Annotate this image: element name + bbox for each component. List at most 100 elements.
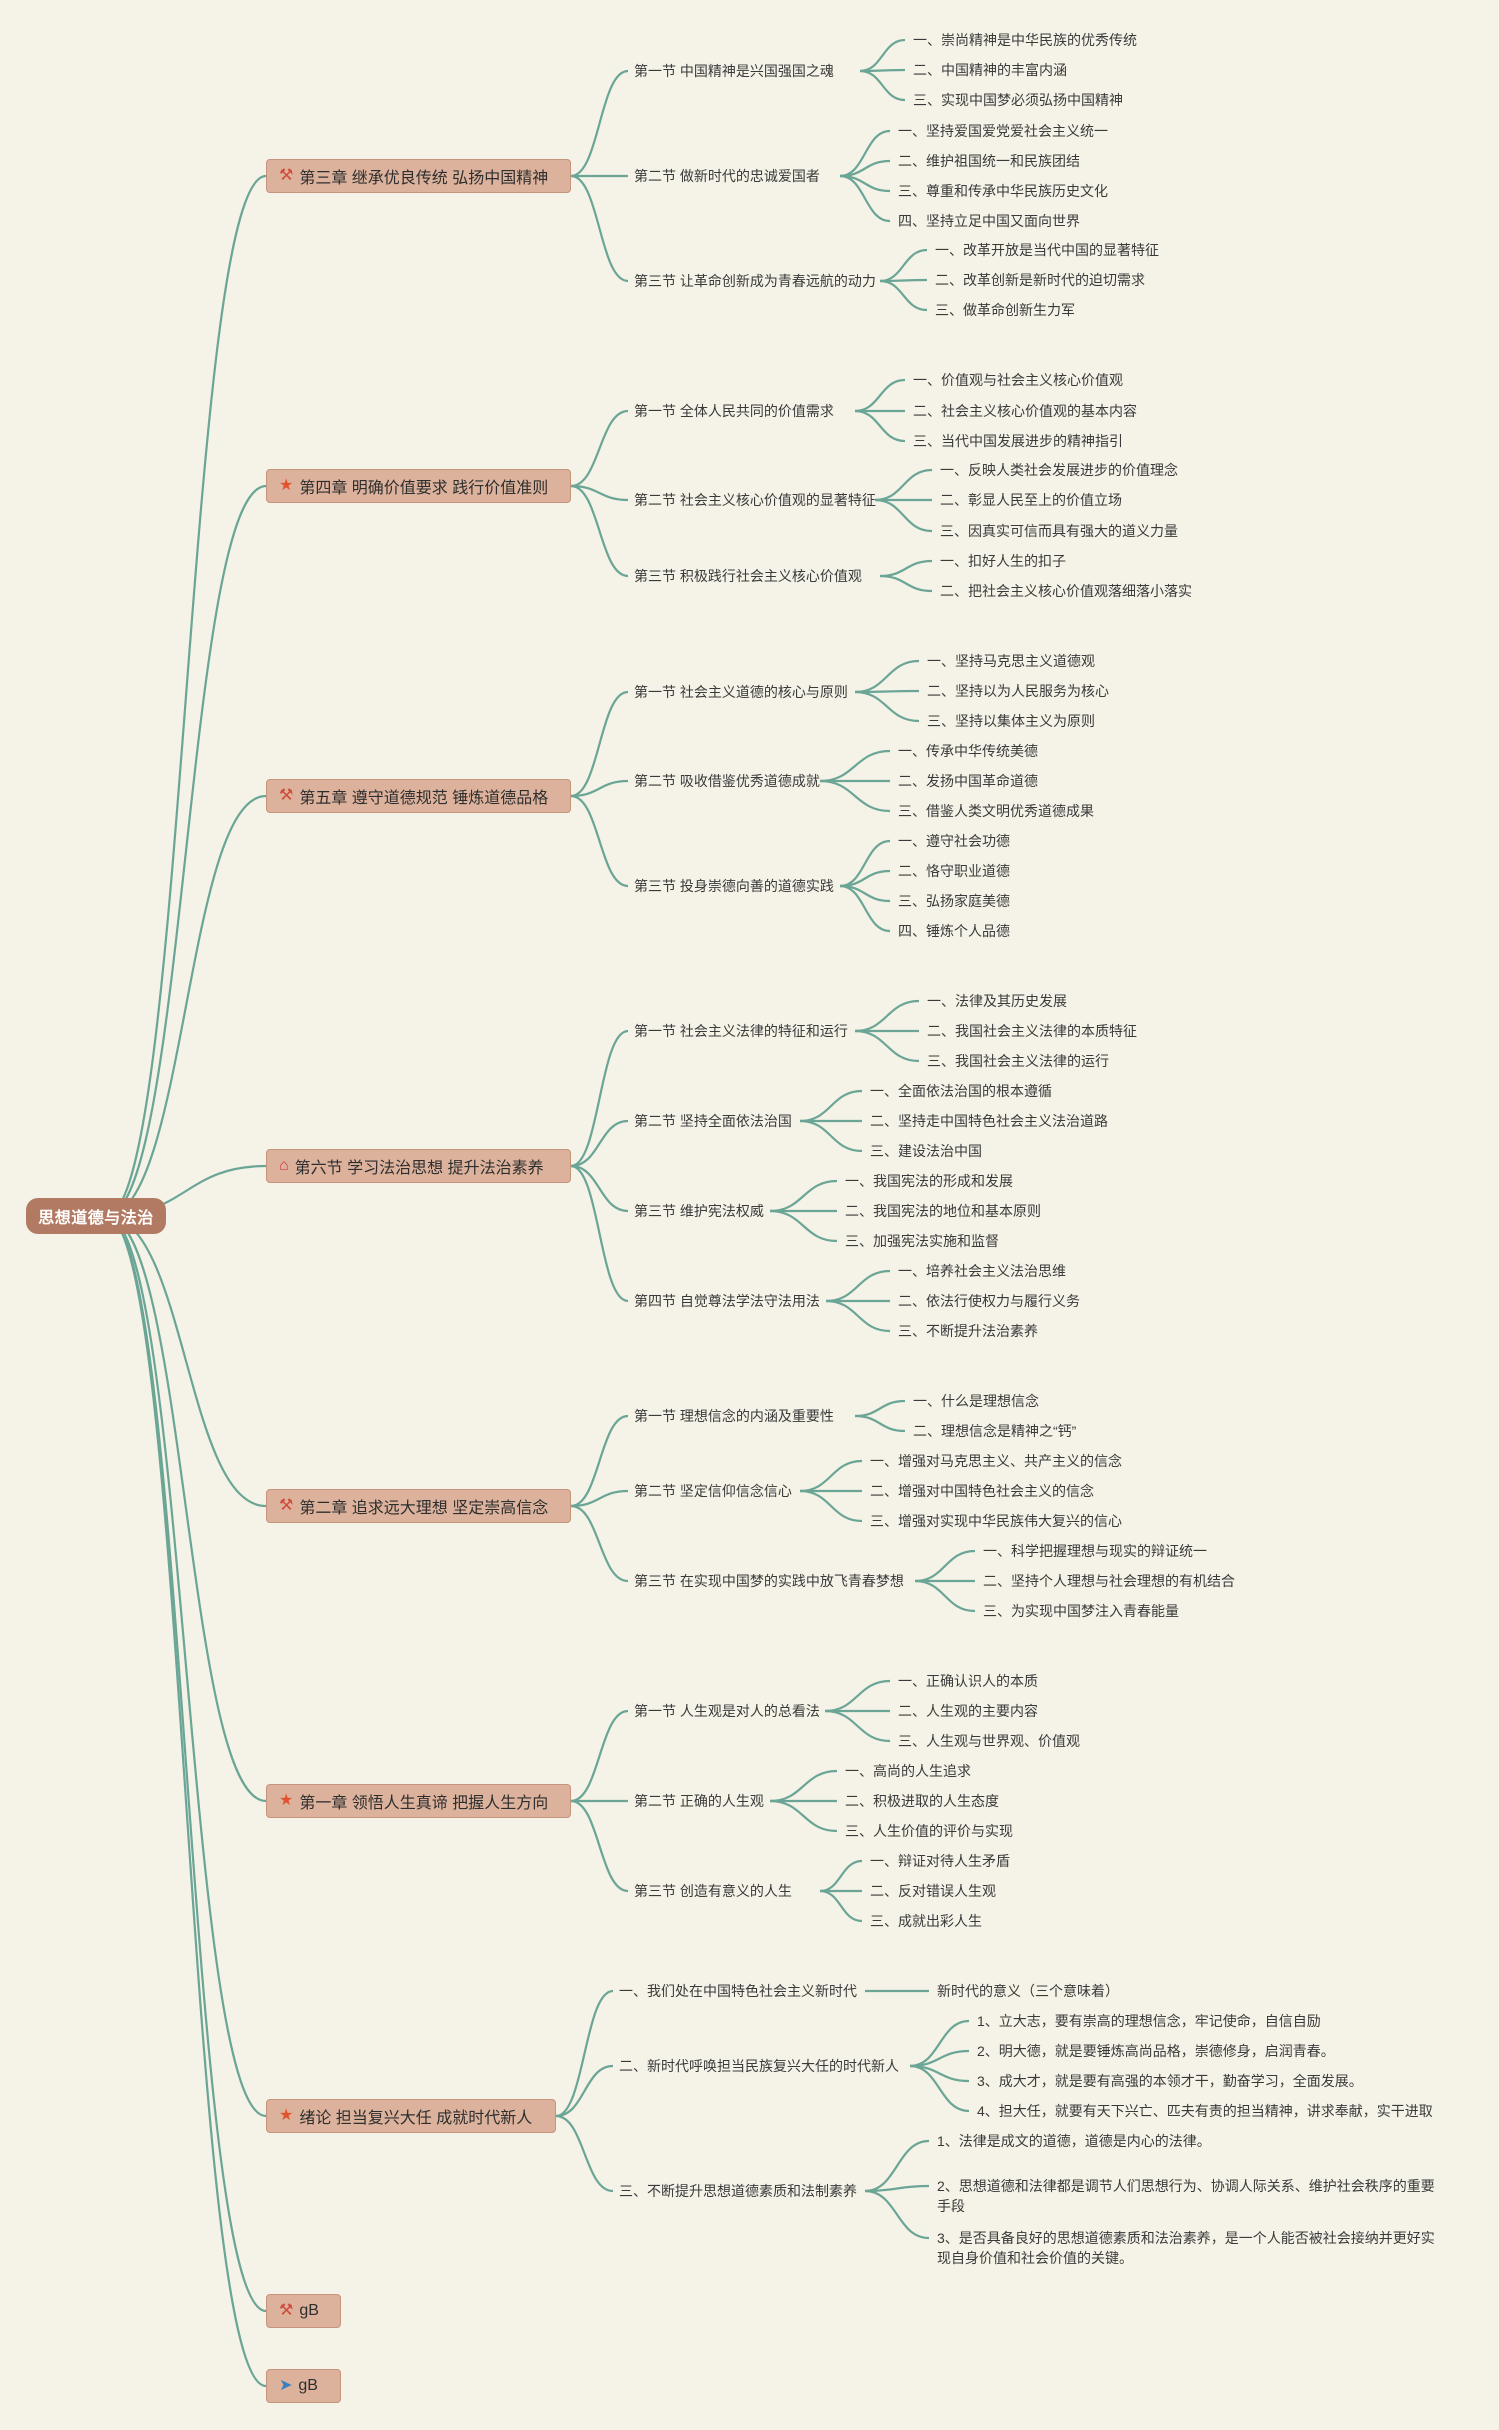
section-node[interactable]: 第二节 坚定信仰信念信心: [634, 1483, 792, 1499]
leaf-node[interactable]: 二、中国精神的丰富内涵: [913, 62, 1067, 78]
section-node[interactable]: 第四节 自觉尊法学法守法用法: [634, 1293, 820, 1309]
root-topic[interactable]: 思想道德与法治: [26, 1198, 166, 1234]
leaf-node[interactable]: 新时代的意义（三个意味着）: [937, 1983, 1119, 1999]
leaf-node[interactable]: 一、坚持马克思主义道德观: [927, 653, 1095, 669]
leaf-node[interactable]: 三、弘扬家庭美德: [898, 893, 1010, 909]
leaf-node[interactable]: 一、培养社会主义法治思维: [898, 1263, 1066, 1279]
leaf-node[interactable]: 二、依法行使权力与履行义务: [898, 1293, 1080, 1309]
leaf-node[interactable]: 一、传承中华传统美德: [898, 743, 1038, 759]
chapter-node[interactable]: ⚒第五章 遵守道德规范 锤炼道德品格: [266, 779, 571, 813]
leaf-node[interactable]: 三、加强宪法实施和监督: [845, 1233, 999, 1249]
leaf-node[interactable]: 2、明大德，就是要锤炼高尚品格，崇德修身，启润青春。: [977, 2043, 1335, 2059]
section-node[interactable]: 第二节 做新时代的忠诚爱国者: [634, 168, 820, 184]
leaf-node[interactable]: 一、改革开放是当代中国的显著特征: [935, 242, 1159, 258]
leaf-node[interactable]: 一、什么是理想信念: [913, 1393, 1039, 1409]
leaf-node[interactable]: 四、坚持立足中国又面向世界: [898, 213, 1080, 229]
leaf-node[interactable]: 2、思想道德和法律都是调节人们思想行为、协调人际关系、维护社会秩序的重要手段: [937, 2178, 1435, 2214]
leaf-node[interactable]: 三、增强对实现中华民族伟大复兴的信心: [870, 1513, 1122, 1529]
leaf-node[interactable]: 一、反映人类社会发展进步的价值理念: [940, 462, 1178, 478]
leaf-node[interactable]: 二、我国宪法的地位和基本原则: [845, 1203, 1041, 1219]
section-node[interactable]: 三、不断提升思想道德素质和法制素养: [619, 2183, 857, 2199]
section-node[interactable]: 第二节 社会主义核心价值观的显著特征: [634, 492, 876, 508]
section-node[interactable]: 一、我们处在中国特色社会主义新时代: [619, 1983, 857, 1999]
section-node[interactable]: 第二节 正确的人生观: [634, 1793, 764, 1809]
chapter-node[interactable]: ➤gB: [266, 2369, 341, 2403]
leaf-node[interactable]: 二、增强对中国特色社会主义的信念: [870, 1483, 1094, 1499]
leaf-node[interactable]: 二、人生观的主要内容: [898, 1703, 1038, 1719]
leaf-node[interactable]: 3、成大才，就是要有高强的本领才干，勤奋学习，全面发展。: [977, 2073, 1363, 2089]
chapter-node[interactable]: ★第一章 领悟人生真谛 把握人生方向: [266, 1784, 571, 1818]
leaf-node[interactable]: 三、建设法治中国: [870, 1143, 982, 1159]
leaf-node[interactable]: 三、尊重和传承中华民族历史文化: [898, 183, 1108, 199]
leaf-node[interactable]: 三、人生观与世界观、价值观: [898, 1733, 1080, 1749]
leaf-node[interactable]: 二、坚持以为人民服务为核心: [927, 683, 1109, 699]
leaf-node[interactable]: 二、把社会主义核心价值观落细落小落实: [940, 583, 1192, 599]
leaf-node[interactable]: 一、崇尚精神是中华民族的优秀传统: [913, 32, 1137, 48]
leaf-node[interactable]: 三、坚持以集体主义为原则: [927, 713, 1095, 729]
chapter-node[interactable]: ⚒gB: [266, 2294, 341, 2328]
leaf-node[interactable]: 三、人生价值的评价与实现: [845, 1823, 1013, 1839]
section-node[interactable]: 第一节 全体人民共同的价值需求: [634, 403, 834, 419]
leaf-node[interactable]: 一、坚持爱国爱党爱社会主义统一: [898, 123, 1108, 139]
chapter-node[interactable]: ⚒第二章 追求远大理想 坚定崇高信念: [266, 1489, 571, 1523]
section-node[interactable]: 第三节 投身崇德向善的道德实践: [634, 878, 834, 894]
section-node[interactable]: 第一节 社会主义道德的核心与原则: [634, 684, 848, 700]
leaf-node[interactable]: 二、维护祖国统一和民族团结: [898, 153, 1080, 169]
chapter-node[interactable]: ⚒第三章 继承优良传统 弘扬中国精神: [266, 159, 571, 193]
leaf-node[interactable]: 三、为实现中国梦注入青春能量: [983, 1603, 1179, 1619]
leaf-node[interactable]: 一、高尚的人生追求: [845, 1763, 971, 1779]
connector: [909, 2049, 970, 2068]
leaf-node[interactable]: 一、遵守社会功德: [898, 833, 1010, 849]
leaf-node[interactable]: 一、扣好人生的扣子: [940, 553, 1066, 569]
leaf-node[interactable]: 3、是否具备良好的思想道德素质和法治素养，是一个人能否被社会接纳并更好实现自身价…: [937, 2230, 1435, 2266]
leaf-node[interactable]: 一、增强对马克思主义、共产主义的信念: [870, 1453, 1122, 1469]
section-node[interactable]: 第一节 人生观是对人的总看法: [634, 1703, 820, 1719]
connector: [570, 1164, 629, 1303]
leaf-node[interactable]: 二、理想信念是精神之“钙”: [913, 1423, 1077, 1439]
leaf-node[interactable]: 一、法律及其历史发展: [927, 993, 1067, 1009]
leaf-node[interactable]: 三、我国社会主义法律的运行: [927, 1053, 1109, 1069]
leaf-node[interactable]: 二、坚持走中国特色社会主义法治道路: [870, 1113, 1108, 1129]
leaf-node[interactable]: 二、发扬中国革命道德: [898, 773, 1038, 789]
leaf-node[interactable]: 二、恪守职业道德: [898, 863, 1010, 879]
leaf-node[interactable]: 三、因真实可信而具有强大的道义力量: [940, 523, 1178, 539]
leaf-node[interactable]: 三、做革命创新生力军: [935, 302, 1075, 318]
chapter-node[interactable]: ★绪论 担当复兴大任 成就时代新人: [266, 2099, 556, 2133]
section-node[interactable]: 第一节 中国精神是兴国强国之魂: [634, 63, 834, 79]
leaf-node[interactable]: 4、担大任，就要有天下兴亡、匹夫有责的担当精神，讲求奉献，实干进取: [977, 2103, 1433, 2119]
leaf-node[interactable]: 二、彰显人民至上的价值立场: [940, 492, 1122, 508]
chapter-node[interactable]: ★第四章 明确价值要求 践行价值准则: [266, 469, 571, 503]
leaf-node[interactable]: 二、反对错误人生观: [870, 1883, 996, 1899]
leaf-node[interactable]: 一、正确认识人的本质: [898, 1673, 1038, 1689]
leaf-node[interactable]: 二、积极进取的人生态度: [845, 1793, 999, 1809]
leaf-node[interactable]: 四、锤炼个人品德: [898, 923, 1010, 939]
leaf-node[interactable]: 一、辩证对待人生矛盾: [870, 1853, 1010, 1869]
leaf-node[interactable]: 1、立大志，要有崇高的理想信念，牢记使命，自信自励: [977, 2013, 1321, 2029]
leaf-node[interactable]: 一、全面依法治国的根本遵循: [870, 1083, 1052, 1099]
leaf-node[interactable]: 三、成就出彩人生: [870, 1913, 982, 1929]
leaf-node[interactable]: 一、科学把握理想与现实的辩证统一: [983, 1543, 1207, 1559]
section-node[interactable]: 第三节 创造有意义的人生: [634, 1883, 792, 1899]
section-node[interactable]: 第二节 吸收借鉴优秀道德成就: [634, 773, 820, 789]
leaf-node[interactable]: 三、当代中国发展进步的精神指引: [913, 433, 1123, 449]
leaf-node[interactable]: 二、坚持个人理想与社会理想的有机结合: [983, 1573, 1235, 1589]
leaf-node[interactable]: 三、不断提升法治素养: [898, 1323, 1038, 1339]
leaf-node[interactable]: 一、价值观与社会主义核心价值观: [913, 372, 1123, 388]
section-node[interactable]: 第三节 让革命创新成为青春远航的动力: [634, 273, 876, 289]
section-node[interactable]: 第一节 理想信念的内涵及重要性: [634, 1408, 834, 1424]
section-node[interactable]: 第一节 社会主义法律的特征和运行: [634, 1023, 848, 1039]
leaf-node[interactable]: 三、实现中国梦必须弘扬中国精神: [913, 92, 1123, 108]
leaf-node[interactable]: 二、我国社会主义法律的本质特征: [927, 1023, 1137, 1039]
leaf-node[interactable]: 一、我国宪法的形成和发展: [845, 1173, 1013, 1189]
leaf-node[interactable]: 二、社会主义核心价值观的基本内容: [913, 403, 1137, 419]
section-node[interactable]: 二、新时代呼唤担当民族复兴大任的时代新人: [619, 2058, 899, 2074]
section-node[interactable]: 第三节 维护宪法权威: [634, 1203, 764, 1219]
chapter-node[interactable]: ⌂第六节 学习法治思想 提升法治素养: [266, 1149, 571, 1183]
connector: [839, 174, 891, 223]
leaf-node[interactable]: 1、法律是成文的道德，道德是内心的法律。: [937, 2133, 1211, 2149]
leaf-node[interactable]: 二、改革创新是新时代的迫切需求: [935, 272, 1145, 288]
section-node[interactable]: 第三节 在实现中国梦的实践中放飞青春梦想: [634, 1573, 904, 1589]
section-node[interactable]: 第三节 积极践行社会主义核心价值观: [634, 568, 862, 584]
section-node[interactable]: 第二节 坚持全面依法治国: [634, 1113, 792, 1129]
leaf-node[interactable]: 三、借鉴人类文明优秀道德成果: [898, 803, 1094, 819]
